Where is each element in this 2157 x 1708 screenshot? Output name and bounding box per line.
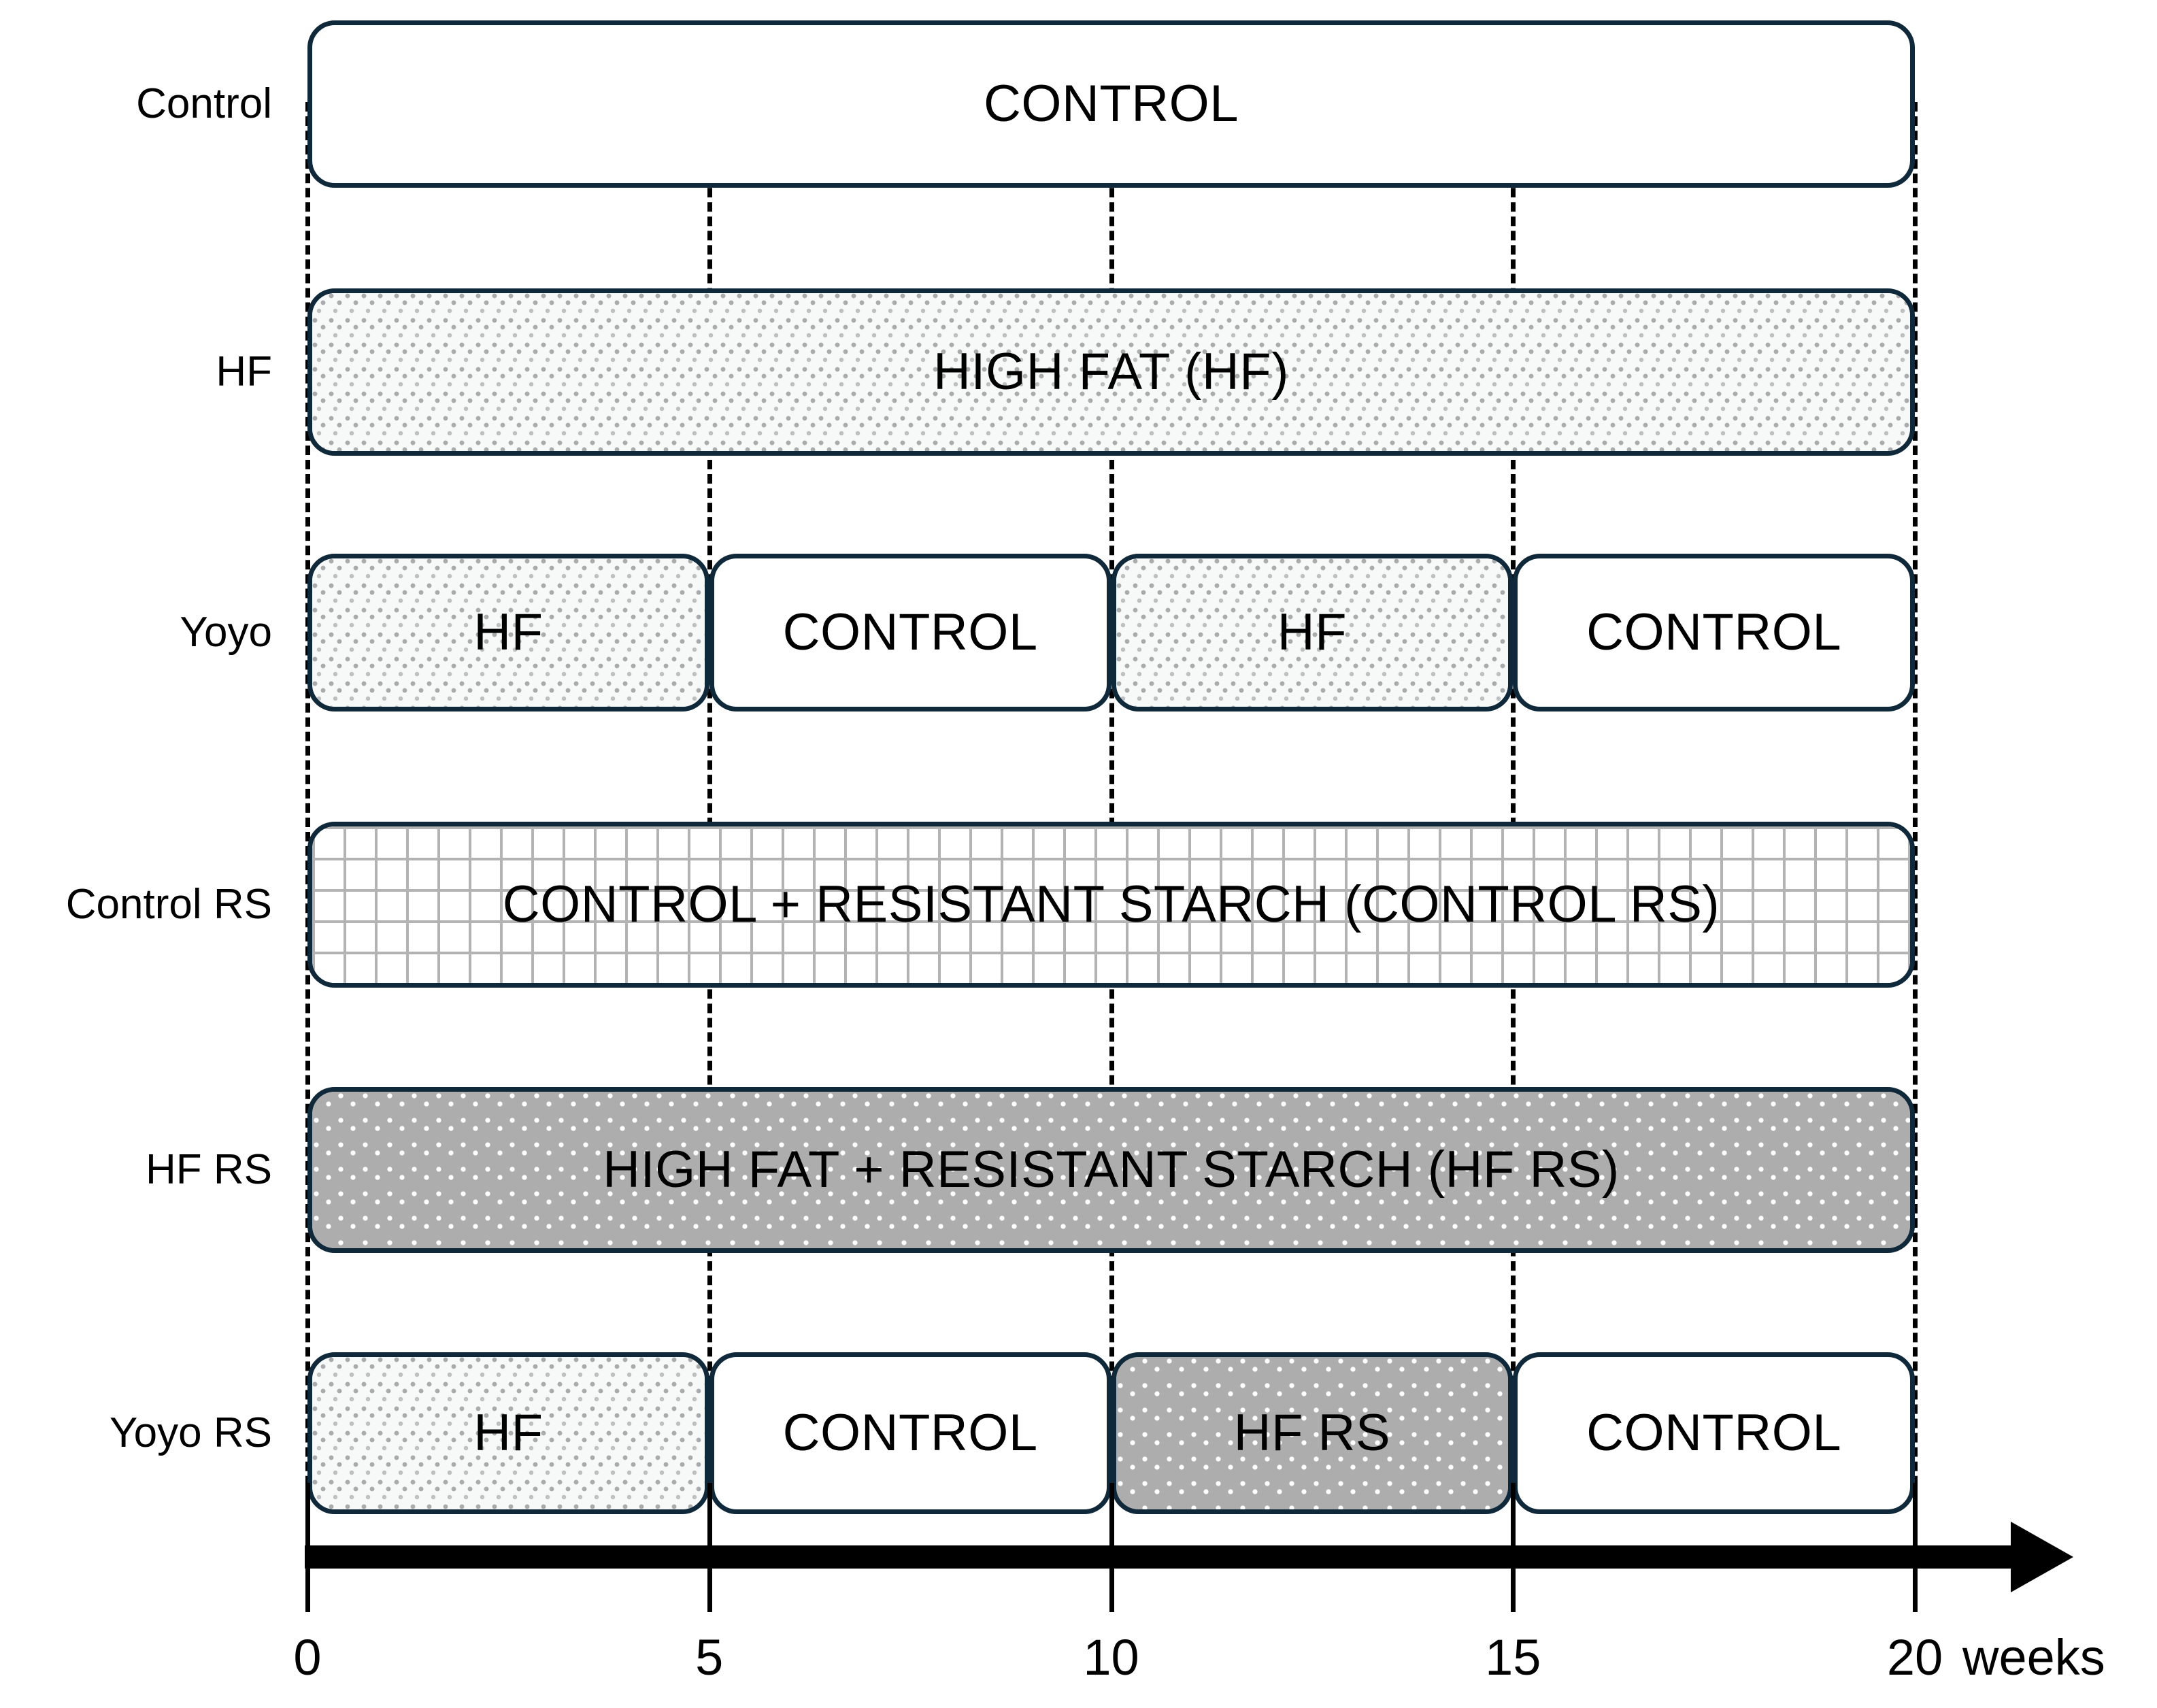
segment-yoyo-1[interactable]: CONTROL	[709, 554, 1111, 711]
timeline-row-hf-rs: HIGH FAT + RESISTANT STARCH (HF RS)	[0, 1087, 2157, 1253]
segment-label: HF	[1277, 603, 1348, 661]
segment-yoyo-rs-0[interactable]: HF	[307, 1352, 709, 1514]
segment-label: HF RS	[1233, 1404, 1391, 1462]
segment-label: CONTROL	[1586, 603, 1842, 661]
timeline-row-control-rs: CONTROL + RESISTANT STARCH (CONTROL RS)	[0, 822, 2157, 988]
segment-yoyo-2[interactable]: HF	[1111, 554, 1514, 711]
timeline-row-control: CONTROL	[0, 20, 2157, 188]
tick-mark-10	[1109, 1483, 1114, 1612]
segment-control-0[interactable]: CONTROL	[307, 20, 1915, 188]
timeline-row-hf: HIGH FAT (HF)	[0, 288, 2157, 456]
tick-mark-15	[1511, 1483, 1516, 1612]
segment-hf-0[interactable]: HIGH FAT (HF)	[307, 288, 1915, 456]
segment-label: CONTROL	[1586, 1404, 1842, 1462]
segment-label: CONTROL	[782, 603, 1038, 661]
gridline-week-0	[305, 102, 310, 1571]
segment-label: HF	[473, 1404, 544, 1462]
tick-label-5: 5	[695, 1629, 724, 1686]
segment-yoyo-rs-3[interactable]: CONTROL	[1513, 1352, 1915, 1514]
segment-hf-rs-0[interactable]: HIGH FAT + RESISTANT STARCH (HF RS)	[307, 1087, 1915, 1253]
segment-label: CONTROL	[782, 1404, 1038, 1462]
axis-arrowhead-icon	[2011, 1522, 2073, 1592]
axis-line	[305, 1545, 2011, 1569]
tick-label-10: 10	[1083, 1629, 1139, 1686]
segment-yoyo-rs-1[interactable]: CONTROL	[709, 1352, 1111, 1514]
segment-label: CONTROL + RESISTANT STARCH (CONTROL RS)	[502, 875, 1720, 933]
gridline-week-20	[1913, 102, 1918, 1571]
segment-label: HF	[473, 603, 544, 661]
row-label-hf-rs: HF RS	[146, 1146, 272, 1193]
segment-label: CONTROL	[983, 75, 1239, 133]
tick-label-20: 20	[1886, 1629, 1943, 1686]
segment-yoyo-3[interactable]: CONTROL	[1513, 554, 1915, 711]
axis-unit-label: weeks	[1962, 1629, 2105, 1686]
row-label-control-rs: Control RS	[65, 881, 272, 928]
segment-yoyo-rs-2[interactable]: HF RS	[1111, 1352, 1514, 1514]
row-label-yoyo: Yoyo	[180, 609, 272, 656]
row-label-hf: HF	[216, 348, 272, 395]
tick-label-15: 15	[1485, 1629, 1541, 1686]
row-label-yoyo-rs: Yoyo RS	[110, 1409, 272, 1456]
tick-mark-20	[1913, 1483, 1918, 1612]
segment-label: HIGH FAT (HF)	[933, 343, 1289, 401]
tick-mark-0	[305, 1483, 310, 1612]
segment-yoyo-0[interactable]: HF	[307, 554, 709, 711]
tick-label-0: 0	[293, 1629, 322, 1686]
tick-mark-5	[707, 1483, 712, 1612]
timeline-row-yoyo: HF CONTROL HF CONTROL	[0, 554, 2157, 711]
segment-control-rs-0[interactable]: CONTROL + RESISTANT STARCH (CONTROL RS)	[307, 822, 1915, 988]
segment-label: HIGH FAT + RESISTANT STARCH (HF RS)	[603, 1141, 1620, 1199]
row-label-control: Control	[136, 80, 272, 127]
timeline-row-yoyo-rs: HF CONTROL HF RS CONTROL	[0, 1352, 2157, 1514]
